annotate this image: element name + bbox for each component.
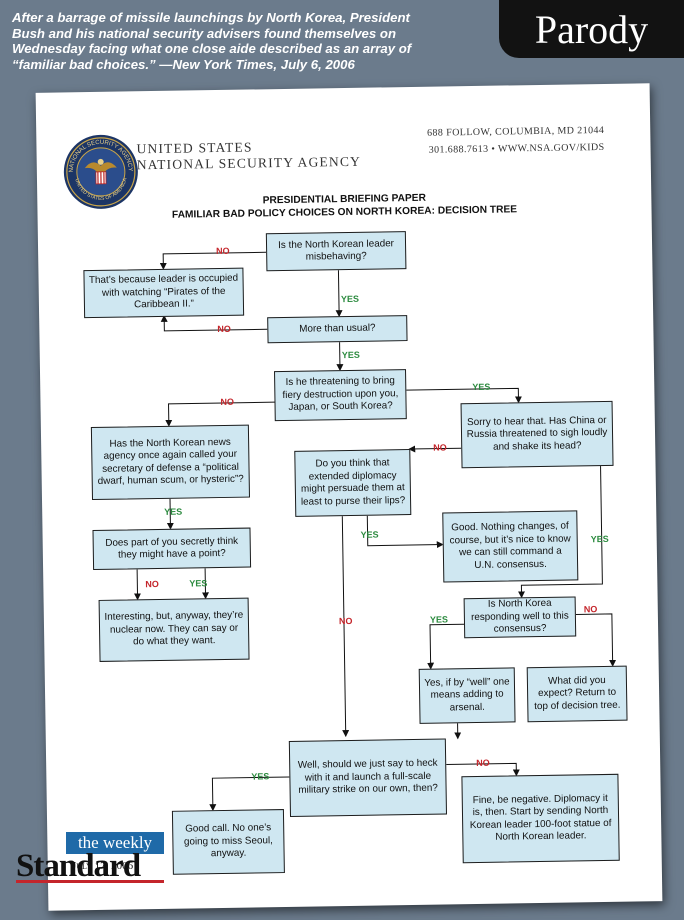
node-nuclear: Interesting, but, anyway, they’re nuclea… [98,597,250,662]
label-no-2: NO [217,323,231,335]
node-good-call: Good call. No one’s going to miss Seoul,… [171,809,285,875]
masthead-the-weekly: the weekly [66,832,164,854]
node-more-than-usual: More than usual? [267,315,408,344]
parody-label: Parody [499,0,684,58]
label-yes-3: YES [472,381,491,393]
node-negative: Fine, be negative. Diplomacy it is, then… [461,773,620,864]
label-no-7: NO [583,604,598,615]
connector-lines [133,251,617,812]
node-yes-if-well: Yes, if by “well” one means adding to ar… [418,667,516,724]
node-good-nothing: Good. Nothing changes, of course, but it… [442,510,579,583]
label-no-6: NO [338,615,353,627]
node-news-agency: Has the North Korean news agency once ag… [90,424,250,501]
issue-date: July 17, 2006 [72,860,134,872]
label-yes-2: YES [341,349,360,361]
node-diplomacy: Do you think that extended diplomacy mig… [294,449,412,517]
label-no-8: NO [476,757,490,769]
label-no-1: NO [216,245,230,257]
label-yes-8: YES [429,614,449,625]
masthead-rule [16,880,164,883]
node-responding: Is North Korea responding well to this c… [463,596,577,639]
node-sorry: Sorry to hear that. Has China or Russia … [460,400,614,469]
label-yes-6: YES [360,529,379,540]
node-point: Does part of you secretly think they mig… [92,527,252,571]
node-misbehaving: Is the North Korean leader misbehaving? [265,231,407,272]
label-yes-1: YES [340,293,359,305]
label-yes-4: YES [164,506,183,517]
caption: After a barrage of missile launchings by… [12,10,412,72]
label-yes-7: YES [590,533,609,545]
node-heck: Well, should we just say to heck with it… [288,738,447,817]
label-yes-5: YES [189,578,208,589]
masthead-standard: Standard [16,848,141,884]
node-threatening: Is he threatening to bring fiery destruc… [274,369,407,422]
label-no-5: NO [433,442,447,453]
briefing-paper: NATIONAL SECURITY AGENCY UNITED STATES O… [35,83,663,911]
label-no-4: NO [145,578,159,590]
node-expect: What did you expect? Return to top of de… [526,665,628,723]
label-no-3: NO [220,396,235,408]
nsa-seal-icon: NATIONAL SECURITY AGENCY UNITED STATES O… [63,134,138,209]
label-yes-9: YES [251,771,270,782]
node-pirates: That’s because leader is occupied with w… [83,267,245,319]
